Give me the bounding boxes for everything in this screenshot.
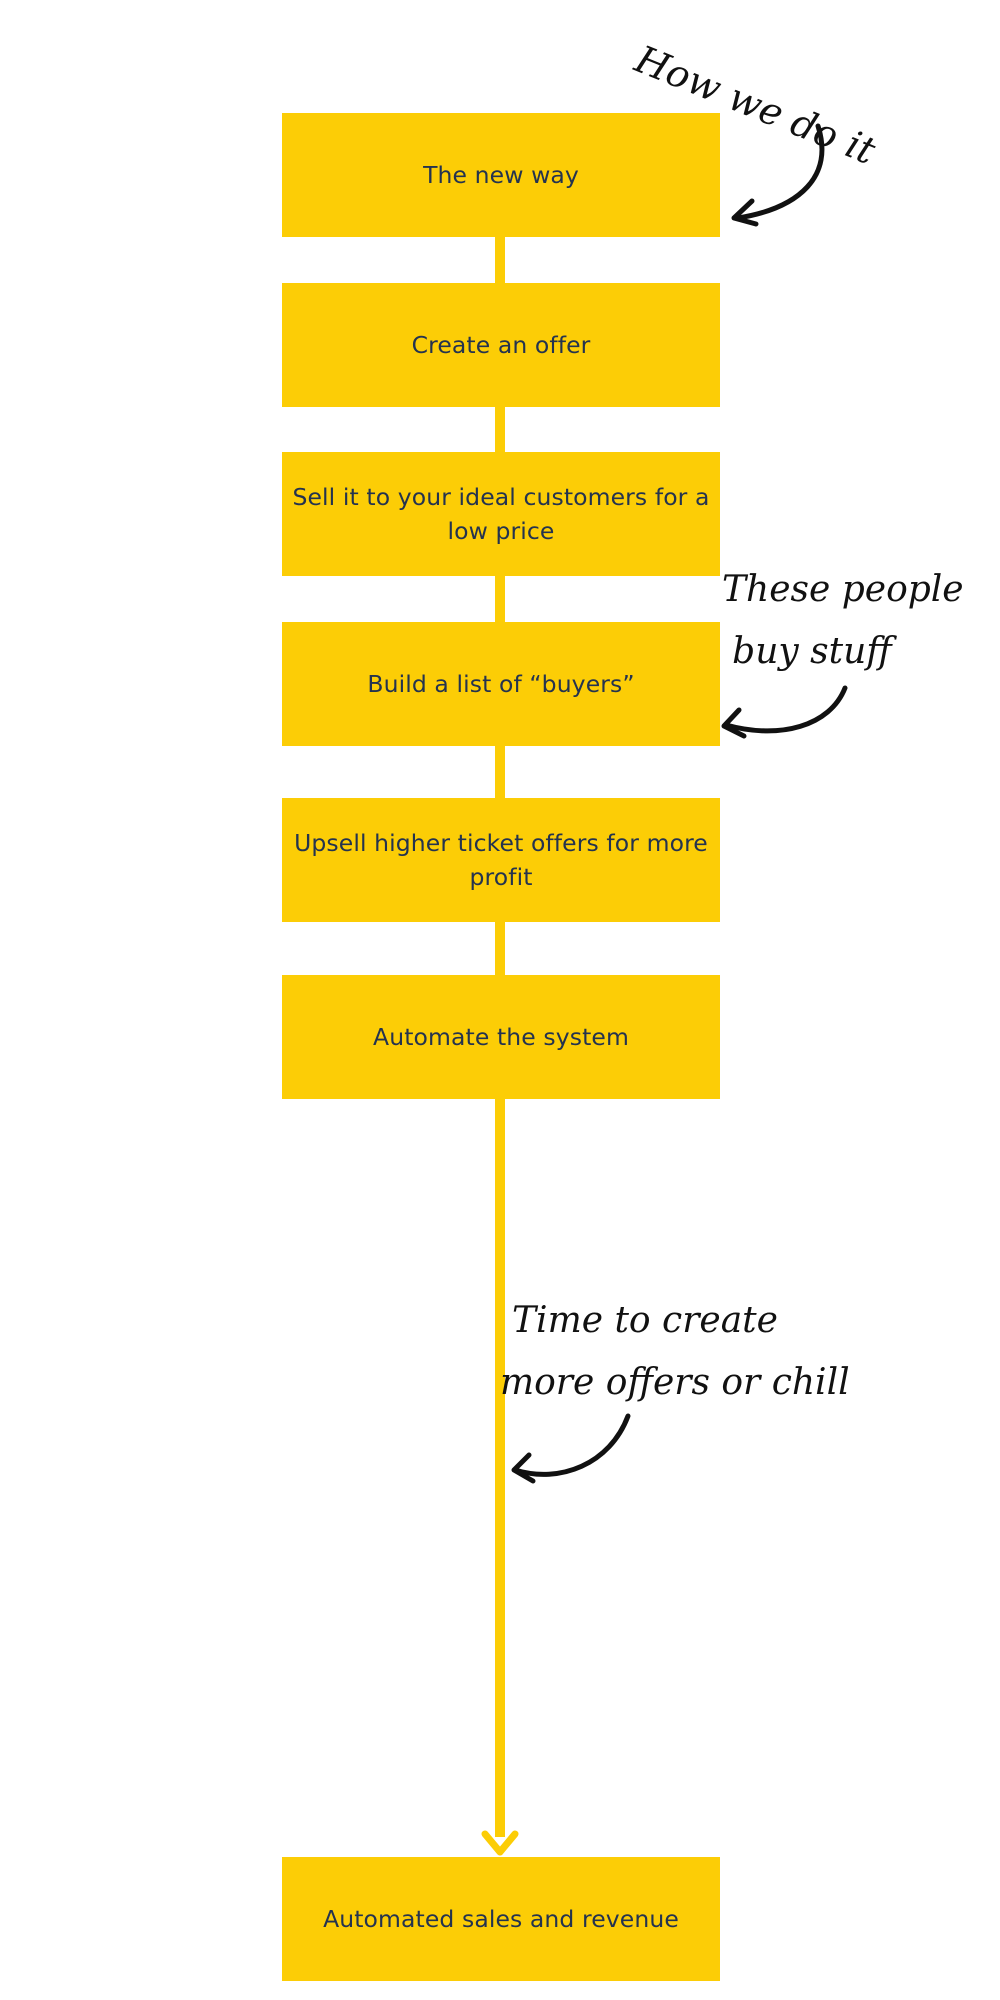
curved-arrow-icon bbox=[512, 1413, 631, 1477]
step-box-automate: Automate the system bbox=[282, 975, 720, 1099]
step-box-sell: Sell it to your ideal customers for a lo… bbox=[282, 452, 720, 576]
annotation-line: buy stuff bbox=[732, 631, 892, 672]
arrowhead-icon bbox=[511, 1452, 536, 1484]
step-label: Sell it to your ideal customers for a lo… bbox=[292, 483, 710, 545]
annotation-line: more offers or chill bbox=[500, 1362, 850, 1403]
annotation-time-to-create: Time to create more offers or chill bbox=[500, 1290, 850, 1414]
arrowhead-icon bbox=[721, 707, 747, 739]
annotation-these-people: These people buy stuff bbox=[722, 559, 964, 683]
annotation-line: These people bbox=[722, 569, 964, 610]
connector-4-5 bbox=[495, 744, 505, 798]
final-label: Automated sales and revenue bbox=[323, 1905, 679, 1933]
curved-arrow-icon bbox=[723, 685, 848, 734]
connector-3-4 bbox=[495, 575, 505, 622]
connector-5-6 bbox=[495, 920, 505, 975]
step-label: The new way bbox=[423, 161, 579, 189]
connector-1-2 bbox=[495, 236, 505, 283]
step-box-build-list: Build a list of “buyers” bbox=[282, 622, 720, 746]
step-box-create-offer: Create an offer bbox=[282, 283, 720, 407]
step-label: Automate the system bbox=[373, 1023, 629, 1051]
annotation-line: Time to create bbox=[512, 1300, 778, 1341]
step-label: Build a list of “buyers” bbox=[367, 670, 635, 698]
connector-2-3 bbox=[495, 405, 505, 452]
step-label: Upsell higher ticket offers for more pro… bbox=[294, 829, 708, 891]
final-box-revenue: Automated sales and revenue bbox=[282, 1857, 720, 1981]
step-label: Create an offer bbox=[411, 331, 591, 359]
step-box-upsell: Upsell higher ticket offers for more pro… bbox=[282, 798, 720, 922]
arrowhead-icon bbox=[731, 198, 759, 227]
long-connector bbox=[495, 1097, 505, 1837]
step-box-new-way: The new way bbox=[282, 113, 720, 237]
